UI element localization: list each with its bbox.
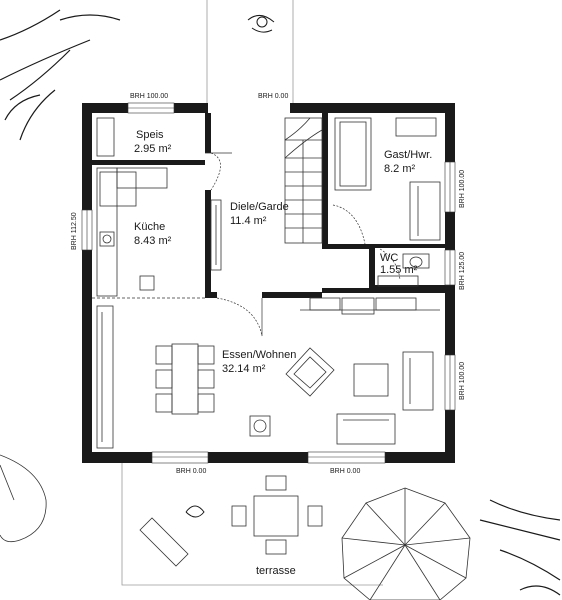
brh-top-left: BRH 100.00: [130, 93, 168, 100]
plant-top-left: [0, 9, 121, 141]
room-diele-area: 11.4 m²: [230, 215, 267, 227]
fixture-lines: [92, 117, 441, 567]
brh-labels: BRH 100.00 BRH 0.00 BRH 112.50 BRH 100.0…: [71, 93, 466, 475]
room-wc-area: 1.55 m²: [380, 264, 418, 276]
plant-terrace: [185, 505, 205, 518]
windows: [81, 102, 456, 464]
brh-bottom-left: BRH 0.00: [176, 468, 206, 475]
room-wc-name: WC: [380, 252, 398, 264]
room-kueche-area: 8.43 m²: [134, 235, 172, 247]
brh-right-lower: BRH 100.00: [459, 362, 466, 400]
room-terrasse-name: terrasse: [256, 565, 296, 577]
room-gast-name: Gast/Hwr.: [384, 149, 432, 161]
brh-bottom-right: BRH 0.00: [330, 468, 360, 475]
plant-bottom-right: [479, 499, 561, 596]
brh-top-center: BRH 0.00: [258, 93, 288, 100]
interior-walls: [92, 113, 445, 298]
room-speis-area: 2.95 m²: [134, 143, 172, 155]
room-speis-name: Speis: [136, 129, 164, 141]
plant-top-center: [247, 15, 275, 33]
room-labels: Speis 2.95 m² Küche 8.43 m² Diele/Garde …: [134, 129, 432, 577]
room-essen-name: Essen/Wohnen: [222, 349, 296, 361]
site-lines: [121, 0, 383, 586]
room-kueche-name: Küche: [134, 221, 165, 233]
room-gast-area: 8.2 m²: [384, 163, 416, 175]
door-swings: [205, 152, 401, 337]
brh-right-middle: BRH 125.00: [459, 252, 466, 290]
room-essen-area: 32.14 m²: [222, 363, 266, 375]
pond: [0, 454, 47, 543]
brh-left: BRH 112.50: [71, 212, 78, 250]
room-diele-name: Diele/Garde: [230, 201, 289, 213]
brh-right-upper: BRH 100.00: [459, 170, 466, 208]
umbrella: [341, 487, 471, 600]
